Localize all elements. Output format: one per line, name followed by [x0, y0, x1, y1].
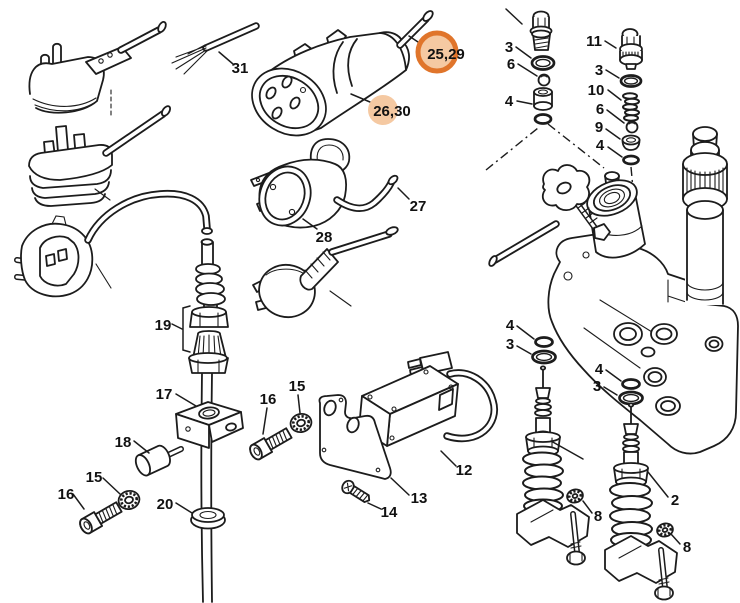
part-label-6-a: 6	[507, 56, 515, 73]
plug-au	[252, 226, 399, 319]
lock-washer	[102, 477, 141, 511]
part-label-4-b: 4	[596, 137, 605, 154]
part-label-3-c: 3	[506, 336, 514, 353]
leader-16-left	[72, 493, 85, 510]
plug-us	[250, 138, 399, 229]
knob	[133, 440, 184, 477]
valve-parts-right	[604, 28, 643, 166]
leader-16-right	[262, 407, 268, 435]
part-label-20: 20	[157, 496, 174, 513]
leader-14	[367, 502, 382, 510]
part-label-26-30: 26,30	[373, 103, 411, 120]
part-label-13: 13	[411, 490, 428, 507]
part-label-3-b: 3	[595, 62, 603, 79]
part-label-15-b: 15	[86, 469, 103, 486]
plug-eu	[14, 189, 213, 298]
part-label-9: 9	[595, 119, 603, 136]
part-label-17: 17	[156, 386, 173, 403]
bracket	[175, 393, 244, 449]
pump-assembly	[488, 126, 739, 455]
grommet	[175, 502, 226, 530]
mounting-plate	[318, 394, 410, 496]
highlight-dot-26-30	[368, 95, 398, 125]
part-callouts: 3125,2926,302728191718151615162012131436…	[58, 33, 692, 556]
valve-assembly-left	[516, 365, 593, 566]
highlight-ring-25-29	[415, 30, 459, 74]
cable-gland-stack	[171, 238, 229, 374]
part-label-19: 19	[155, 317, 172, 334]
plug-round-pin	[28, 21, 167, 114]
part-label-12: 12	[456, 462, 473, 479]
screw	[79, 501, 123, 535]
highlight-markers	[368, 30, 459, 125]
part-label-4-c: 4	[506, 317, 515, 334]
part-label-4-a: 4	[505, 93, 514, 110]
screw-small	[341, 479, 371, 503]
part-label-25-29: 25,29	[427, 46, 465, 63]
stripped-wire	[171, 22, 260, 75]
part-label-2: 2	[671, 492, 679, 509]
part-label-10: 10	[588, 82, 605, 99]
valve-parts-left	[505, 8, 556, 125]
part-label-18: 18	[115, 434, 132, 451]
oring-pair-left	[516, 325, 557, 365]
screw	[249, 427, 293, 461]
part-label-28: 28	[316, 229, 333, 246]
part-label-27: 27	[410, 198, 427, 215]
part-label-3-d: 3	[593, 378, 601, 395]
part-label-14: 14	[381, 504, 398, 521]
plug-uk	[28, 105, 172, 207]
plug-cee-industrial	[251, 10, 434, 137]
part-label-31: 31	[232, 60, 249, 77]
part-label-8-b: 8	[683, 539, 691, 556]
part-label-4-d: 4	[595, 361, 604, 378]
part-label-16-b: 16	[58, 486, 75, 503]
part-label-6-b: 6	[596, 101, 604, 118]
valve-assembly-right	[604, 402, 681, 601]
part-label-15-a: 15	[289, 378, 306, 395]
part-label-11: 11	[586, 33, 602, 50]
part-label-8-a: 8	[594, 508, 602, 525]
part-label-3-a: 3	[505, 39, 513, 56]
lock-washer	[289, 394, 313, 434]
part-label-16-a: 16	[260, 391, 277, 408]
